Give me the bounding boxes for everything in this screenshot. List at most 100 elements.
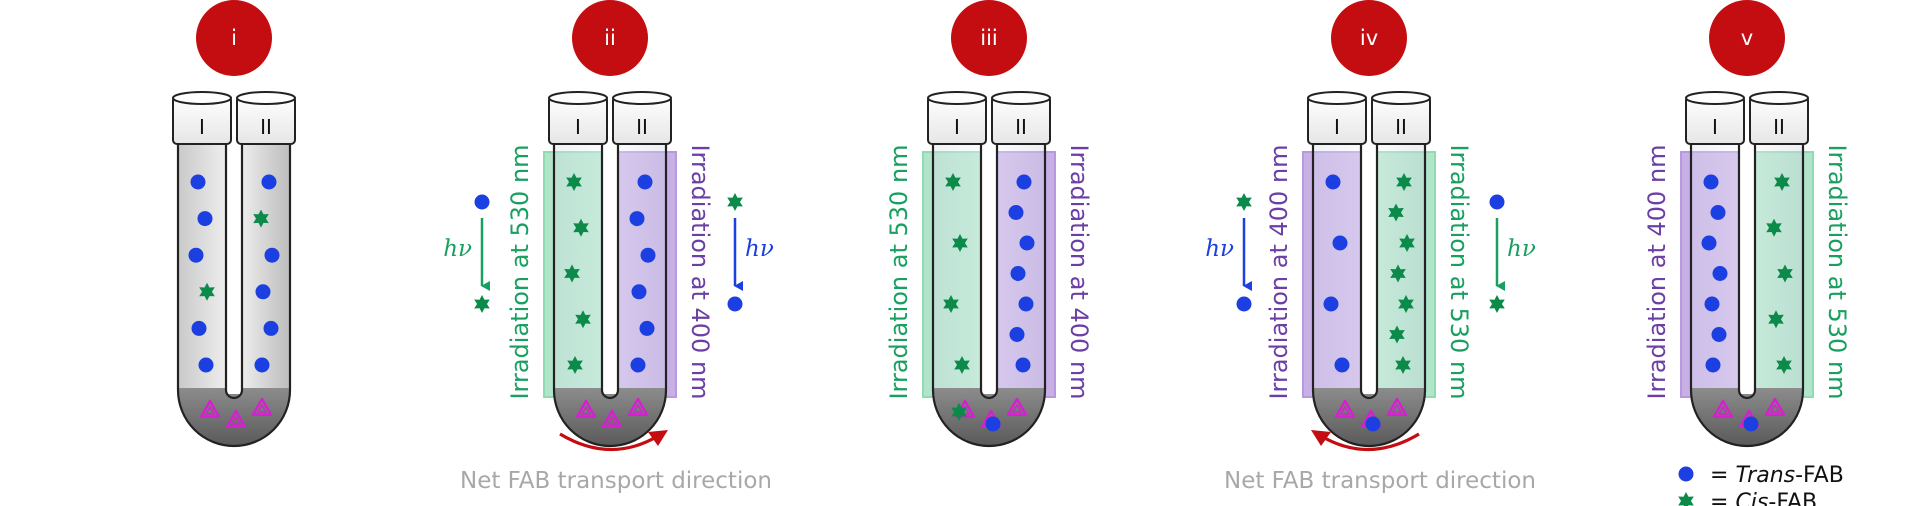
trans-fab-molecule <box>631 284 647 300</box>
tube-cap-label: I <box>575 115 581 139</box>
tube-cap-label: II <box>1773 115 1785 139</box>
trans-fab-molecule <box>1489 194 1505 210</box>
trans-fab-molecule <box>474 194 490 210</box>
cis-fab-molecule <box>567 356 583 374</box>
u-tube-outline <box>1689 116 1805 448</box>
crystal-triangle-icon <box>1712 399 1734 418</box>
trans-fab-molecule <box>1712 266 1728 281</box>
trans-fab-molecule <box>254 357 270 373</box>
trans-fab-molecule <box>255 284 271 300</box>
bulk-phase <box>1313 388 1425 446</box>
trans-fab-molecule <box>1334 357 1350 373</box>
trans-fab-molecule <box>629 211 645 227</box>
cis-fab-molecule <box>564 264 580 283</box>
bulk-phase <box>933 388 1045 446</box>
photo-arrows-layer: hν hν hν hν <box>443 193 1536 313</box>
crystal-triangle-icon <box>601 409 623 428</box>
trans-fab-molecule <box>1015 357 1031 373</box>
trans-fab-molecule <box>1008 205 1024 220</box>
photo-isomerization-arrow: hν <box>443 194 490 313</box>
trans-fab-molecule <box>1016 174 1032 190</box>
transport-arrow-icon <box>1320 432 1420 452</box>
cis-fab-molecule <box>1766 218 1782 237</box>
crystal-triangle-icon <box>225 409 247 428</box>
trans-fab-molecule <box>1711 327 1727 342</box>
crystal-triangle-icon <box>575 399 597 418</box>
cis-fab-molecule <box>199 282 215 301</box>
trans-fab-molecule <box>1009 327 1025 342</box>
cis-fab-molecule <box>1776 356 1792 374</box>
transport-arrow-icon <box>559 432 659 452</box>
photo-isomerization-arrow: hν <box>1489 194 1536 313</box>
photo-isomerization-arrow: hν <box>1205 193 1252 312</box>
trans-fab-molecule <box>1019 235 1035 251</box>
cis-fab-molecule <box>573 218 589 237</box>
trans-fab-molecule <box>1332 235 1348 251</box>
tube-cap-label: II <box>1015 115 1027 139</box>
trans-fab-molecule <box>985 416 1001 432</box>
cis-fab-molecule <box>1774 173 1790 191</box>
photo-isomerization-arrow: hν <box>727 193 774 312</box>
panel-badge <box>1331 0 1407 76</box>
panel-badge <box>196 0 272 76</box>
bulk-phase <box>1691 388 1803 446</box>
irradiation-label: Irradiation at 530 nm <box>1445 144 1473 399</box>
trans-fab-molecule <box>1010 266 1026 281</box>
trans-fab-molecule <box>630 357 646 373</box>
legend: = Trans-FAB = Cis-FAB <box>1678 463 1844 506</box>
cis-fab-molecule <box>1395 356 1411 374</box>
cis-fab-molecule <box>1768 310 1784 329</box>
irradiation-label: Irradiation at 400 nm <box>1065 144 1093 399</box>
tube-cap-label: I <box>199 115 205 139</box>
u-tube-outline <box>1311 116 1427 448</box>
legend-entry: = Trans-FAB <box>1678 463 1844 488</box>
trans-fab-molecule <box>198 357 214 373</box>
cis-fab-molecule <box>474 295 490 313</box>
cis-fab-molecule <box>566 173 582 191</box>
trans-fab-legend-icon <box>1678 466 1694 482</box>
legend-entry: = Cis-FAB <box>1678 490 1817 506</box>
cis-fab-molecule <box>952 234 968 252</box>
trans-fab-molecule <box>263 320 279 336</box>
captions-layer: Net FAB transport direction Net FAB trans… <box>460 430 1536 494</box>
trans-fab-molecule <box>188 247 204 263</box>
cis-fab-molecule <box>1390 264 1406 283</box>
trans-fab-molecule <box>637 174 653 190</box>
trans-fab-molecule <box>1710 205 1726 220</box>
bulk-phase <box>178 388 290 446</box>
cis-fab-molecule <box>954 356 970 374</box>
panel-badge <box>951 0 1027 76</box>
trans-fab-molecule <box>264 247 280 263</box>
tube-cap-label: II <box>260 115 272 139</box>
cis-fab-molecule <box>945 173 961 191</box>
trans-fab-molecule <box>639 320 655 336</box>
trans-fab-molecule <box>190 174 206 190</box>
transport-caption-text: Net FAB transport direction <box>1224 468 1536 494</box>
hv-label: hν <box>1205 236 1234 262</box>
hv-label: hν <box>443 236 472 262</box>
transport-caption-text: Net FAB transport direction <box>460 468 772 494</box>
bulk-phase <box>554 388 666 446</box>
crystal-triangle-icon <box>1764 397 1786 416</box>
trans-fab-molecule <box>191 320 207 336</box>
cis-fab-molecule <box>1398 295 1414 313</box>
trans-fab-molecule <box>1325 174 1341 190</box>
hv-label: hν <box>745 236 774 262</box>
irradiation-label: Irradiation at 530 nm <box>1823 144 1851 399</box>
crystal-triangle-icon <box>251 397 273 416</box>
cis-fab-molecule <box>1236 193 1252 211</box>
trans-fab-molecule <box>197 211 213 227</box>
transport-caption: Net FAB transport direction <box>1224 430 1536 494</box>
cis-fab-molecule <box>253 209 269 228</box>
u-tube-outline <box>552 116 668 448</box>
irradiation-label: Irradiation at 530 nm <box>885 144 913 399</box>
tube-cap-label: II <box>636 115 648 139</box>
trans-fab-molecule <box>1018 296 1034 312</box>
cis-fab-legend-icon <box>1678 492 1694 506</box>
trans-fab-molecule <box>1236 296 1252 312</box>
